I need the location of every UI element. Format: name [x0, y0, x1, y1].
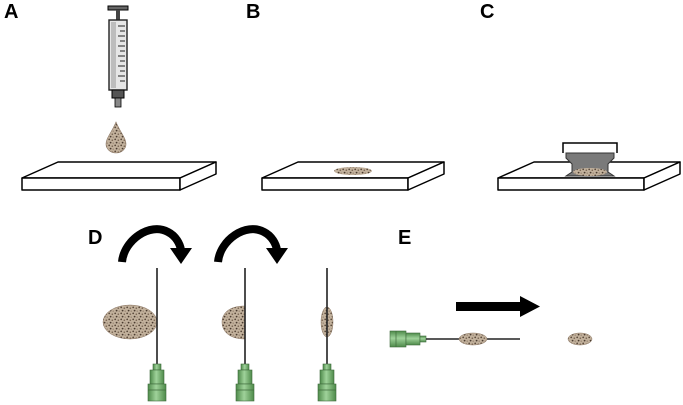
sample-disc: [102, 304, 158, 340]
sample-spread: [334, 167, 372, 175]
panel-label-e: E: [398, 227, 412, 249]
needle-icon: [317, 268, 337, 402]
panel-label-a: A: [4, 1, 19, 23]
panel-c: [497, 142, 681, 191]
glass-slide-icon: [497, 161, 681, 191]
sample-disc-folding: [221, 305, 246, 340]
curved-arrow-icon: [214, 225, 288, 264]
sample-disc-on-needle: [458, 332, 488, 346]
curved-arrow-icon: [118, 225, 192, 264]
press-clamp-icon: [562, 142, 618, 177]
needle-icon: [147, 268, 167, 402]
panel-label-d: D: [88, 227, 103, 249]
panel-label-c: C: [480, 1, 495, 23]
glass-slide-icon: [261, 161, 445, 191]
sample-droplet: [105, 121, 127, 154]
glass-slide-icon: [21, 161, 217, 191]
panel-e: [389, 296, 593, 348]
sample-disc-released: [567, 332, 593, 346]
syringe-icon: [107, 5, 129, 108]
panel-a: [21, 5, 217, 191]
straight-arrow-icon: [456, 296, 540, 317]
panel-label-b: B: [246, 1, 261, 23]
panel-b: [261, 161, 445, 191]
panel-d: [102, 225, 337, 402]
needle-icon: [221, 268, 255, 402]
needle-icon: [389, 330, 520, 348]
